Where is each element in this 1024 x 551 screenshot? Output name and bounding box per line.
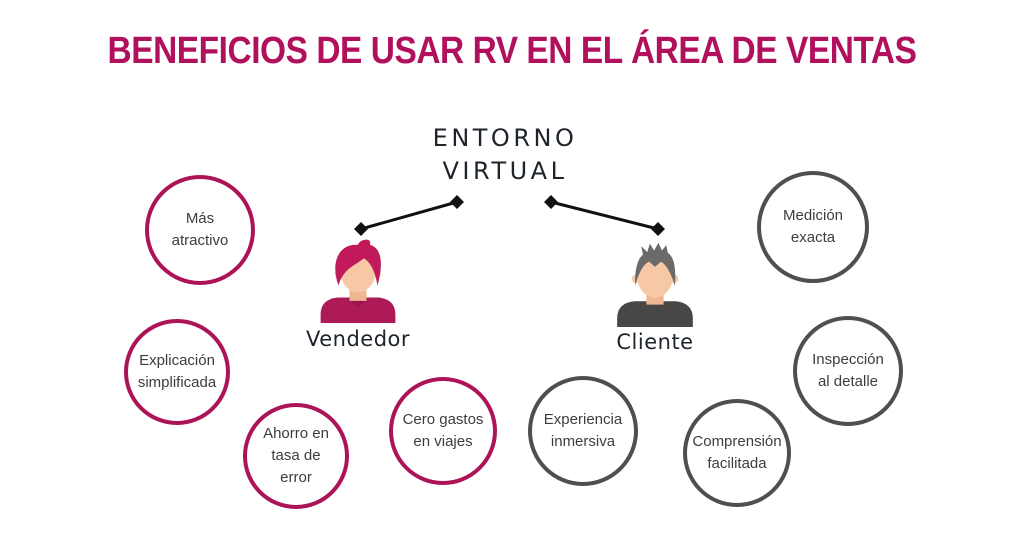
page-title: BENEFICIOS DE USAR RV EN EL ÁREA DE VENT… — [107, 30, 917, 72]
cliente-label: Cliente — [616, 330, 694, 354]
benefit-circle-comprension-facilitada: Comprensión facilitada — [683, 399, 791, 507]
benefit-circle-mas-atractivo: Más atractivo — [145, 175, 255, 285]
benefit-circle-medicion-exacta: Medición exacta — [757, 171, 869, 283]
benefit-circle-cero-gastos-viajes: Cero gastos en viajes — [389, 377, 497, 485]
vendedor-label: Vendedor — [305, 327, 411, 351]
benefit-circle-inspeccion-al-detalle: Inspección al detalle — [793, 316, 903, 426]
vendedor-avatar — [320, 239, 396, 323]
arrow-right — [544, 195, 665, 236]
cliente-avatar — [617, 242, 693, 327]
entorno-line: ENTORNO — [432, 124, 578, 152]
benefit-circle-ahorro-tasa-error: Ahorro en tasa de error — [243, 403, 349, 509]
benefit-circle-explicacion-simplificada: Explicación simplificada — [124, 319, 230, 425]
benefit-circle-experiencia-inmersiva: Experiencia inmersiva — [528, 376, 638, 486]
virtual-line: VIRTUAL — [442, 157, 568, 185]
arrow-left — [354, 195, 464, 236]
entorno-virtual-label: ENTORNO VIRTUAL — [330, 122, 680, 188]
